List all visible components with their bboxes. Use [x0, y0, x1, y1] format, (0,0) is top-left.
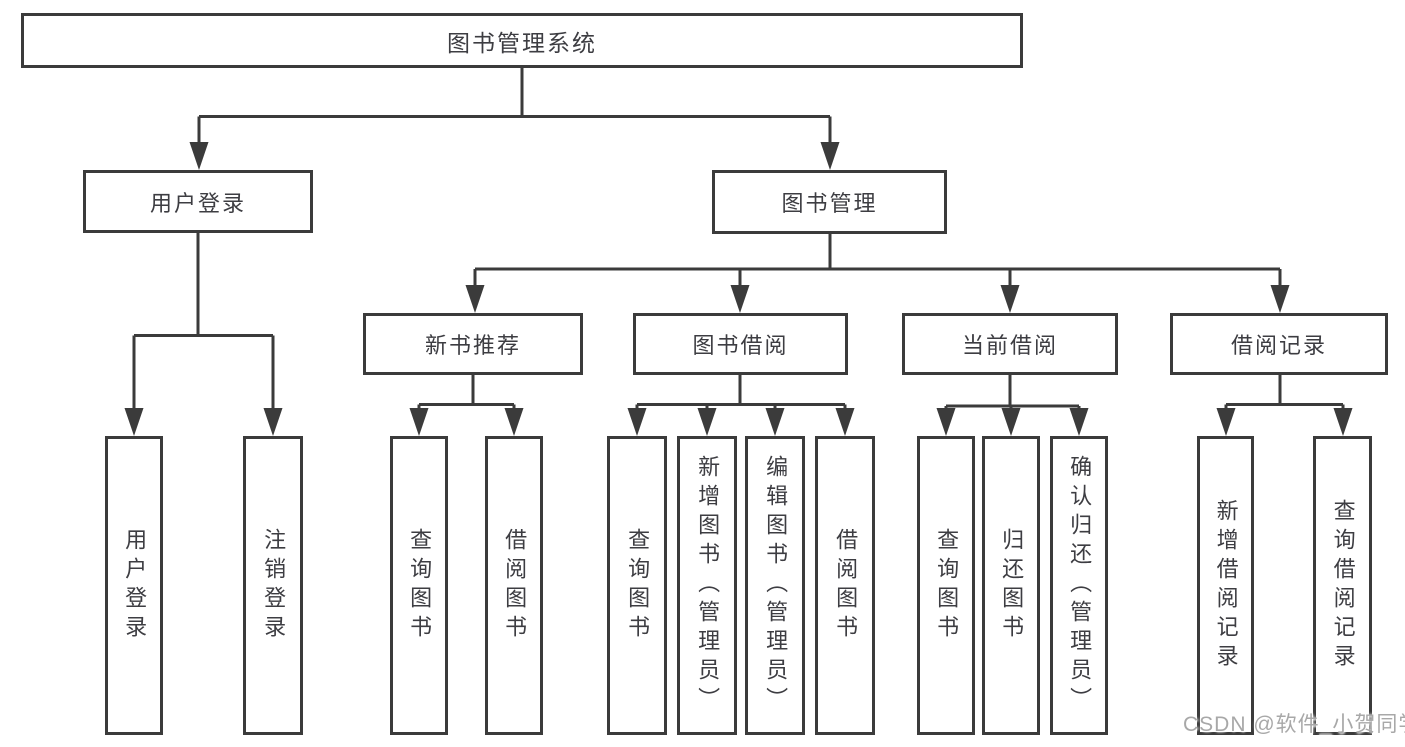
leaf-edit-book-admin: 编辑图书（管理员） [745, 436, 805, 735]
connector-root [189, 68, 840, 170]
leaf-label: 查询图书 [625, 527, 651, 644]
leaf-label: 查询借阅记录 [1330, 498, 1356, 673]
leaf-borrow-books-recommend: 借阅图书 [485, 436, 543, 735]
node-label: 图书管理系统 [447, 29, 597, 56]
leaf-label: 借阅图书 [502, 527, 528, 644]
leaf-label: 新增图书（管理员） [695, 455, 721, 716]
connector-user-login [124, 233, 283, 436]
connector-current-borrowing [936, 375, 1089, 436]
leaf-query-books-recommend: 查询图书 [390, 436, 448, 735]
leaf-add-book-admin: 新增图书（管理员） [677, 436, 737, 735]
leaf-label: 查询图书 [934, 527, 960, 644]
leaf-confirm-return-admin: 确认归还（管理员） [1050, 436, 1108, 735]
connector-book-borrowing [627, 375, 855, 436]
node-label: 借阅记录 [1230, 333, 1327, 358]
node-label: 图书管理 [781, 191, 878, 216]
leaf-label: 借阅图书 [833, 527, 859, 644]
node-current-borrowing: 当前借阅 [902, 313, 1118, 375]
node-label: 图书借阅 [692, 333, 789, 358]
leaf-add-borrow-record: 新增借阅记录 [1197, 436, 1254, 735]
leaf-label: 注销登录 [261, 527, 287, 644]
node-new-book-recommendation: 新书推荐 [363, 313, 583, 375]
leaf-label: 用户登录 [122, 527, 148, 644]
leaf-label: 查询图书 [407, 527, 433, 644]
leaf-logout: 注销登录 [243, 436, 303, 735]
leaf-label: 编辑图书（管理员） [763, 455, 789, 716]
node-book-borrowing: 图书借阅 [633, 313, 848, 375]
node-user-login: 用户登录 [83, 170, 313, 233]
connector-new-book-recommendation [409, 375, 524, 436]
leaf-label: 确认归还（管理员） [1067, 455, 1093, 716]
leaf-return-books: 归还图书 [982, 436, 1040, 735]
leaf-query-books-borrowing: 查询图书 [607, 436, 667, 735]
leaf-label: 归还图书 [999, 527, 1025, 644]
leaf-query-borrow-record: 查询借阅记录 [1313, 436, 1372, 735]
watermark: CSDN @软件_小贺同学 [1183, 713, 1405, 736]
connector-book-management [465, 234, 1290, 313]
leaf-label: 新增借阅记录 [1213, 498, 1239, 673]
node-label: 新书推荐 [424, 333, 521, 358]
node-label: 用户登录 [149, 190, 246, 216]
node-borrowing-records: 借阅记录 [1170, 313, 1388, 375]
leaf-user-login: 用户登录 [105, 436, 163, 735]
node-book-management: 图书管理 [712, 170, 947, 234]
connector-borrowing-records [1216, 375, 1353, 436]
leaf-query-books-current: 查询图书 [917, 436, 975, 735]
leaf-borrow-books-borrowing: 借阅图书 [815, 436, 875, 735]
node-label: 当前借阅 [961, 333, 1058, 358]
node-library-management-system: 图书管理系统 [21, 13, 1023, 68]
